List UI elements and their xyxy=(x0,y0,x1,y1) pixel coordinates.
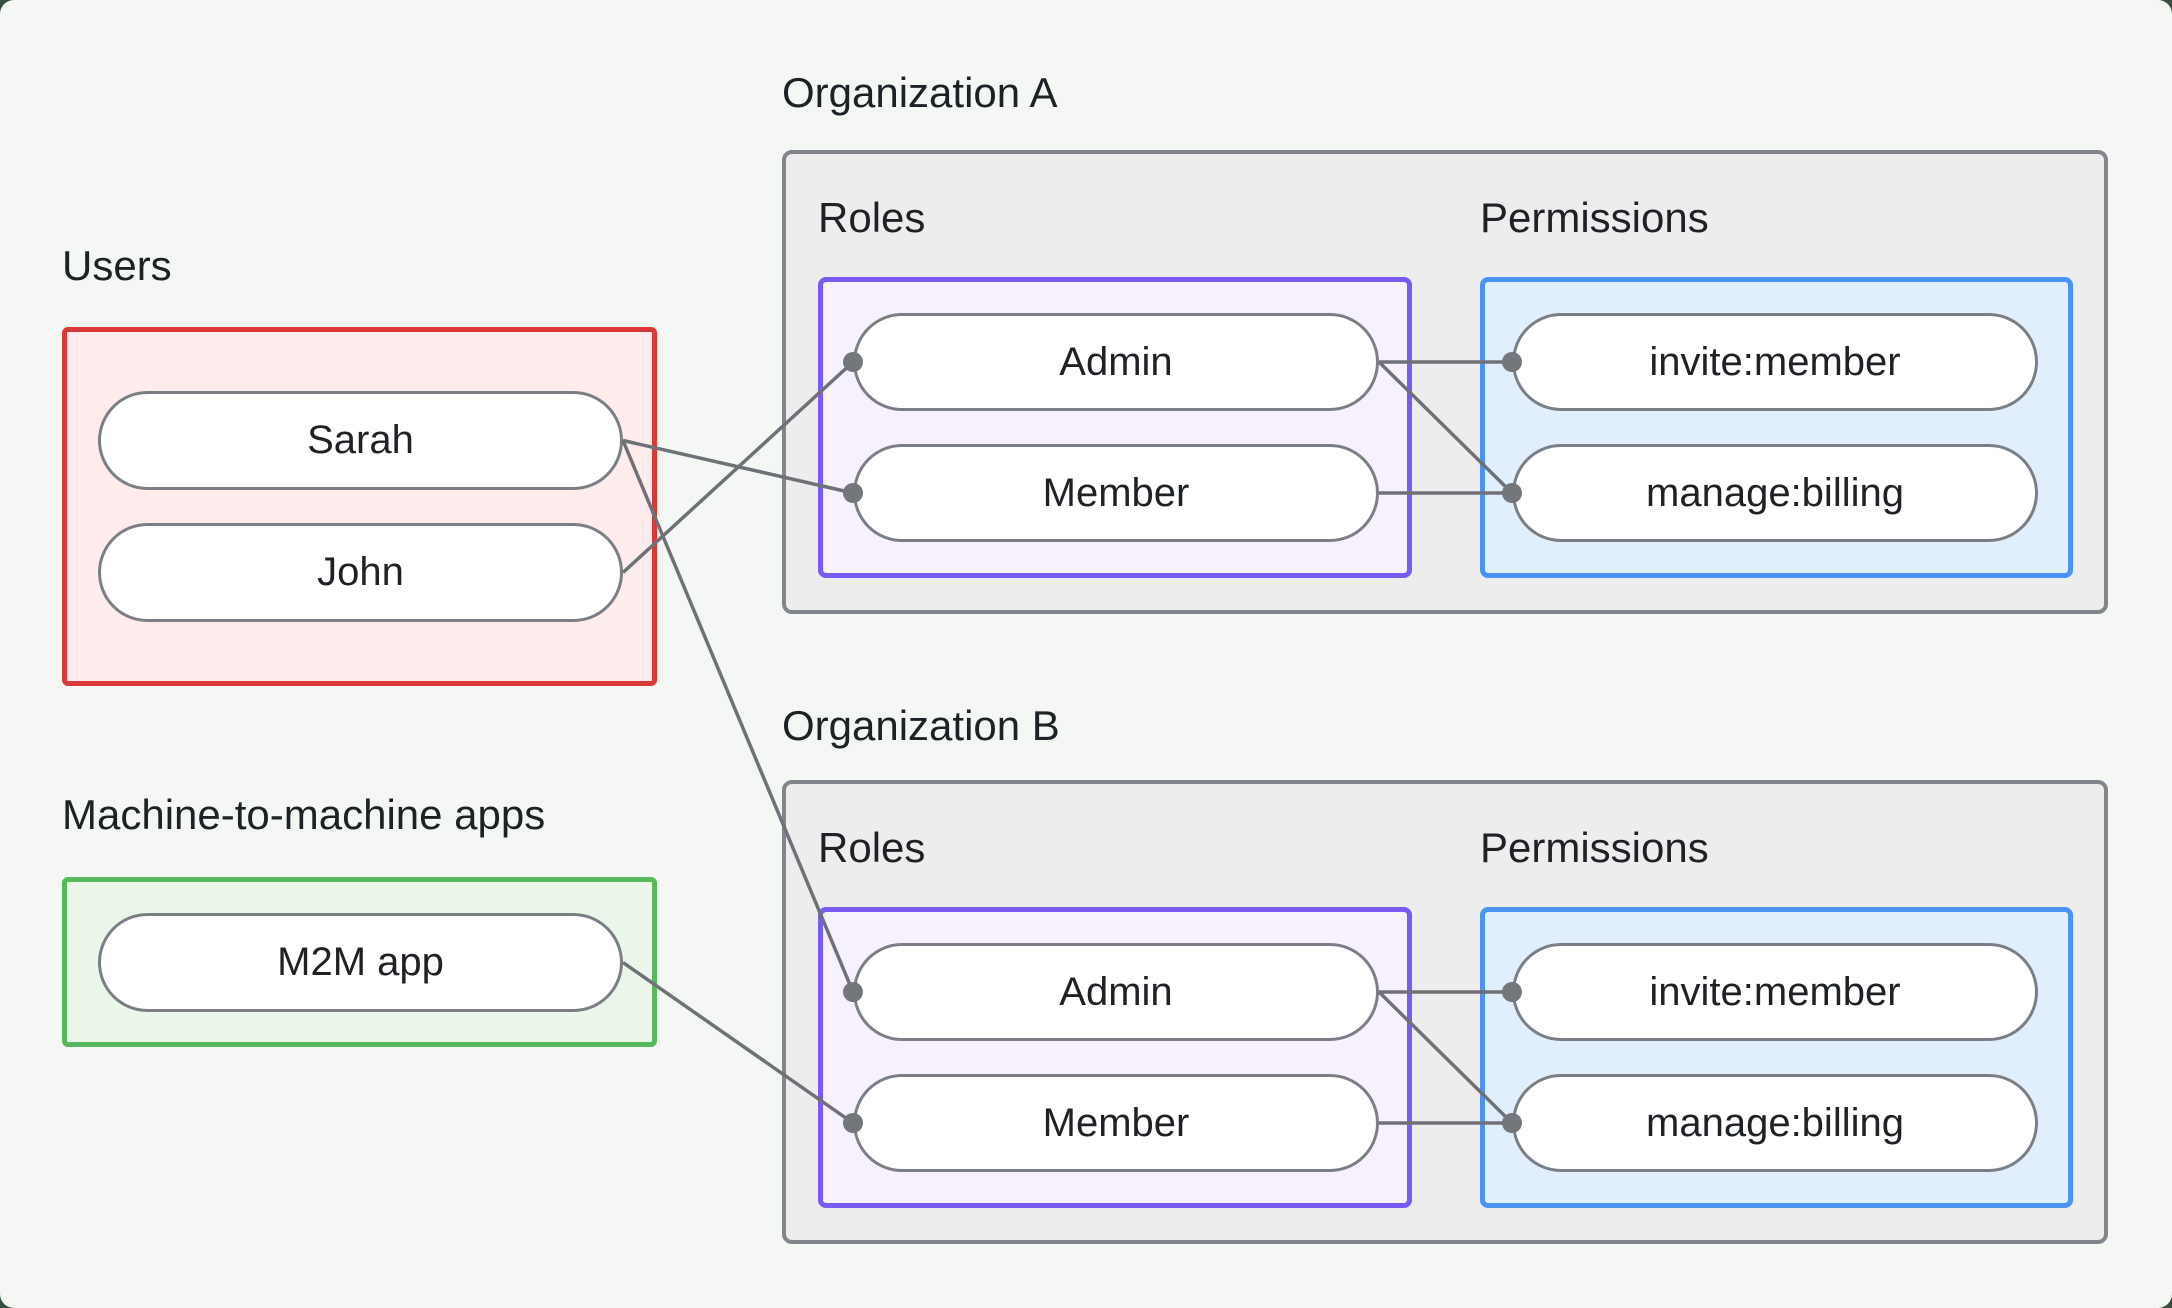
org-b-role-pill-member: Member xyxy=(853,1074,1379,1172)
users-section-label: Users xyxy=(62,242,172,289)
org-a-permission-pill-invite-member: invite:member xyxy=(1512,313,2038,411)
org-b-roles-box: Admin Member xyxy=(818,907,1412,1208)
org-b-roles-label: Roles xyxy=(818,824,926,871)
org-a-role-pill-member: Member xyxy=(853,444,1379,542)
org-a-box: Roles Permissions Admin Member invite:me… xyxy=(782,150,2108,614)
user-pill-sarah: Sarah xyxy=(98,391,623,490)
org-b-permission-pill-manage-billing: manage:billing xyxy=(1512,1074,2038,1172)
org-b-role-pill-admin: Admin xyxy=(853,943,1379,1041)
org-a-label: Organization A xyxy=(782,69,1058,116)
user-pill-john: John xyxy=(98,523,623,622)
org-a-permission-pill-manage-billing: manage:billing xyxy=(1512,444,2038,542)
org-b-permission-pill-invite-member: invite:member xyxy=(1512,943,2038,1041)
org-a-permissions-box: invite:member manage:billing xyxy=(1480,277,2073,578)
org-b-box: Roles Permissions Admin Member invite:me… xyxy=(782,780,2108,1244)
users-box: Sarah John xyxy=(62,327,657,686)
org-b-label: Organization B xyxy=(782,702,1060,749)
org-a-roles-label: Roles xyxy=(818,194,926,241)
m2m-app-pill: M2M app xyxy=(98,913,623,1012)
org-b-permissions-label: Permissions xyxy=(1480,824,1709,871)
m2m-section-label: Machine-to-machine apps xyxy=(62,791,546,838)
org-a-permissions-label: Permissions xyxy=(1480,194,1709,241)
org-a-roles-box: Admin Member xyxy=(818,277,1412,578)
m2m-box: M2M app xyxy=(62,877,657,1047)
org-a-role-pill-admin: Admin xyxy=(853,313,1379,411)
org-b-permissions-box: invite:member manage:billing xyxy=(1480,907,2073,1208)
